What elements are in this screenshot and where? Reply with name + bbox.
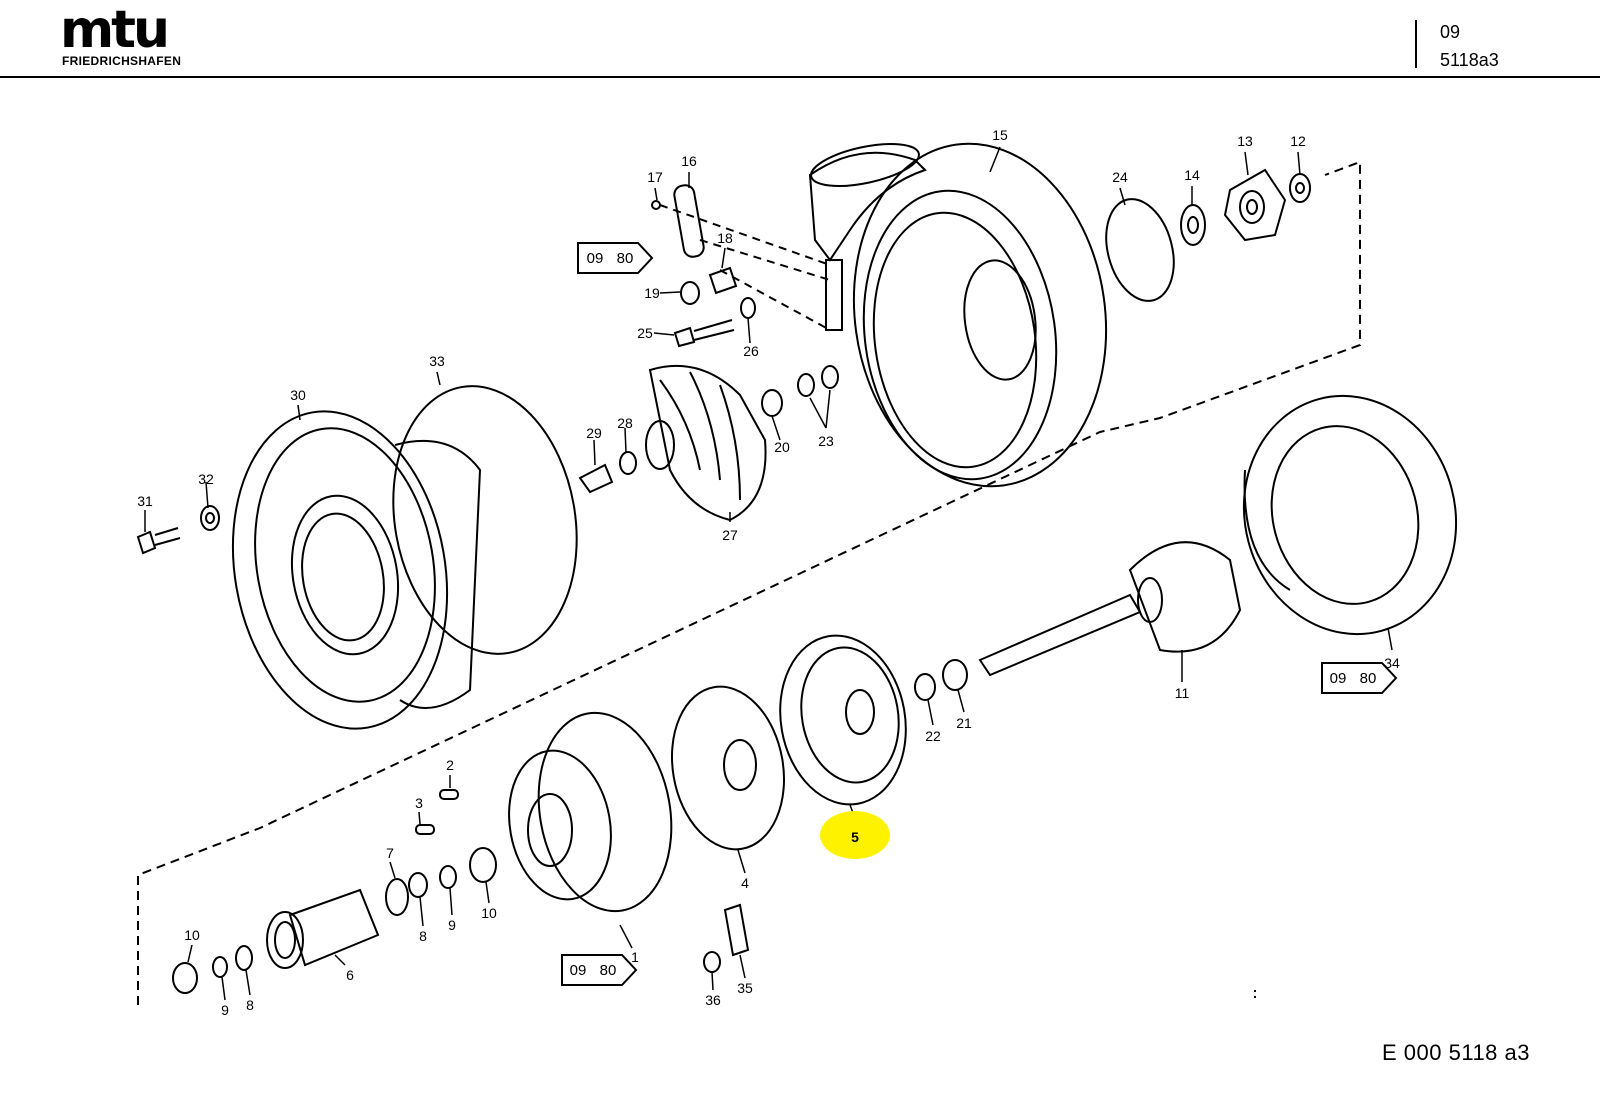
turbine-housing [1242,394,1458,636]
callout-19: 19 [644,285,660,301]
lock-plate-35 [723,903,750,957]
svg-text:09: 09 [570,962,587,979]
bush-10 [469,847,497,883]
ring-23b [821,365,839,389]
nozzle-nut [1223,168,1287,242]
sleeve-18 [708,266,738,295]
callout-13: 13 [1237,133,1253,149]
reference-tag-3: 09 80 [561,954,638,986]
highlight-marker [820,811,890,859]
washer-26 [740,297,756,319]
turbine-rotor [978,541,1242,677]
heat-shield-4 [670,685,786,851]
callout-25: 25 [637,325,653,341]
callout-26: 26 [743,343,759,359]
callout-21: 21 [956,715,972,731]
callout-8b: 8 [246,997,254,1013]
reference-tag-1: 09 80 [577,242,654,274]
callout-9: 9 [448,917,456,933]
ring-9 [439,865,457,889]
callout-1: 1 [631,949,639,965]
o-ring-7 [385,878,409,916]
callout-22: 22 [925,728,941,744]
svg-text:09: 09 [587,250,604,267]
nut-19 [680,281,700,305]
bush-10b [172,962,198,994]
callout-14: 14 [1184,167,1200,183]
callout-16: 16 [681,153,697,169]
callout-31: 31 [137,493,153,509]
callout-10: 10 [481,905,497,921]
sealing-disc [1180,204,1206,246]
washer-28 [619,451,637,475]
callout-24: 24 [1112,169,1128,185]
callout-8: 8 [419,928,427,944]
washer-12 [1289,173,1311,203]
svg-text:09: 09 [1330,670,1347,687]
ring-23a [797,373,815,397]
callout-30: 30 [290,387,306,403]
o-ring [1105,198,1175,302]
group-number: 09 [1440,22,1461,42]
cover [392,385,578,655]
ring-8 [408,872,428,898]
callout-27: 27 [722,527,738,543]
logo-subtitle: FRIEDRICHSHAFEN [62,54,182,68]
reference-tag-2: 09 80 [1321,662,1398,694]
callout-4: 4 [741,875,749,891]
callout-17: 17 [647,169,663,185]
callout-20: 20 [774,439,790,455]
callout-15: 15 [992,127,1008,143]
screw-25 [673,319,735,348]
callout-36: 36 [705,992,721,1008]
callout-9b: 9 [221,1002,229,1018]
drawing-id: E 000 5118 a3 [1382,1040,1530,1065]
header-divider [1415,20,1417,68]
compressor-housing [808,142,1108,488]
callout-7: 7 [386,845,394,861]
callout-5: 5 [851,829,859,845]
mtu-logo: mtu [60,0,170,60]
screw-31 [136,527,181,555]
callout-33: 33 [429,353,445,369]
ring-21 [942,659,968,691]
callout-35: 35 [737,980,753,996]
callouts: 15 16 17 18 19 25 26 24 14 13 12 33 30 3… [137,127,1400,1018]
bearing-housing-1 [508,711,673,913]
compressor-wheel [645,364,767,522]
assembly-frame-dashed [137,160,1361,1005]
callout-12: 12 [1290,133,1306,149]
callout-11: 11 [1175,685,1190,701]
pin-2 [439,789,459,800]
pin-3 [415,824,435,835]
callout-6: 6 [346,967,354,983]
ring-8b [235,945,253,971]
svg-text:80: 80 [617,250,634,267]
ring-22 [914,673,936,701]
washer-32 [200,505,220,531]
bearing-housing [231,410,482,730]
svg-text:80: 80 [600,962,617,979]
svg-text:80: 80 [1360,670,1377,687]
bracket-16 [673,184,705,258]
sheet-number: 5118a3 [1440,50,1499,70]
callout-18: 18 [717,230,733,246]
bearing-bush-6 [266,888,380,969]
ring-20 [761,389,783,417]
callout-32: 32 [198,471,214,487]
ring-9b [212,956,228,978]
nut-36 [703,951,721,973]
callout-34: 34 [1384,655,1400,671]
seal-disc-5 [779,634,907,806]
header-rule [0,76,1600,78]
callout-10b: 10 [184,927,200,943]
callout-3: 3 [415,795,423,811]
nut-29 [578,463,614,494]
screw-17 [651,200,661,210]
callout-23: 23 [818,433,834,449]
callout-29: 29 [586,425,602,441]
callout-28: 28 [617,415,633,431]
callout-2: 2 [446,757,454,773]
